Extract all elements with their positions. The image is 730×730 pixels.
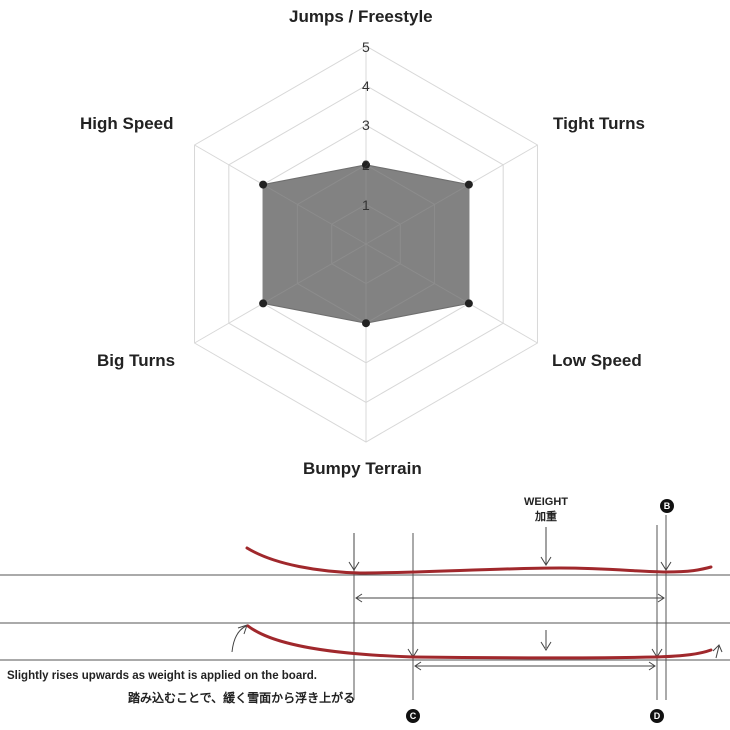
radar-chart xyxy=(194,45,538,443)
radar-overlay-spoke-1 xyxy=(365,164,469,245)
board-profile-top xyxy=(245,546,713,575)
axis-label-high-speed: High Speed xyxy=(80,114,174,133)
axis-label-big-turns: Big Turns xyxy=(97,351,176,370)
r-tick-3: 3 xyxy=(362,117,370,133)
rise-arrow-left xyxy=(231,624,248,653)
arrow-weight xyxy=(540,527,552,566)
r-tick-2: 2 xyxy=(362,157,370,173)
radar-point-2 xyxy=(464,299,473,308)
r-tick-1: 1 xyxy=(362,197,370,213)
radar-overlay-spoke-2 xyxy=(365,243,469,324)
radar-point-3 xyxy=(362,319,370,328)
arrow-c xyxy=(407,630,419,658)
arrow-d xyxy=(651,640,663,658)
weight-label-jp: 加重 xyxy=(535,511,557,523)
axis-label-tight-turns: Tight Turns xyxy=(553,114,645,133)
weight-label: WEIGHT 加重 xyxy=(516,496,576,524)
badge-c: C xyxy=(406,709,420,723)
radar-point-0 xyxy=(362,160,370,169)
note-japanese: 踏み込むことで、緩く雪面から浮き上がる xyxy=(128,691,356,705)
note-english: Slightly rises upwards as weight is appl… xyxy=(7,670,317,682)
radar-overlay-spoke-5 xyxy=(263,164,367,245)
radar-point-5 xyxy=(259,180,268,189)
arrow-b xyxy=(660,540,672,571)
arrow-weight-bottom xyxy=(540,630,552,651)
axis-label-bumpy-terrain: Bumpy Terrain xyxy=(303,459,422,478)
axis-label-low-speed: Low Speed xyxy=(552,351,642,370)
rise-arrow-right xyxy=(712,644,723,659)
r-tick-5: 5 xyxy=(362,39,370,55)
radar-point-4 xyxy=(259,299,268,308)
badge-b: B xyxy=(660,499,674,513)
board-profile-bottom xyxy=(246,624,713,660)
span-arrow-bottom xyxy=(414,661,656,671)
badge-d: D xyxy=(650,709,664,723)
axis-label-jumps-freestyle: Jumps / Freestyle xyxy=(289,7,433,26)
arrow-left-top xyxy=(348,533,360,571)
r-tick-4: 4 xyxy=(362,78,370,94)
span-arrow-top xyxy=(355,593,665,603)
weight-label-en: WEIGHT xyxy=(524,496,568,508)
radar-points xyxy=(259,160,473,328)
radar-overlay-spoke-4 xyxy=(263,243,367,324)
radar-point-1 xyxy=(464,180,473,189)
